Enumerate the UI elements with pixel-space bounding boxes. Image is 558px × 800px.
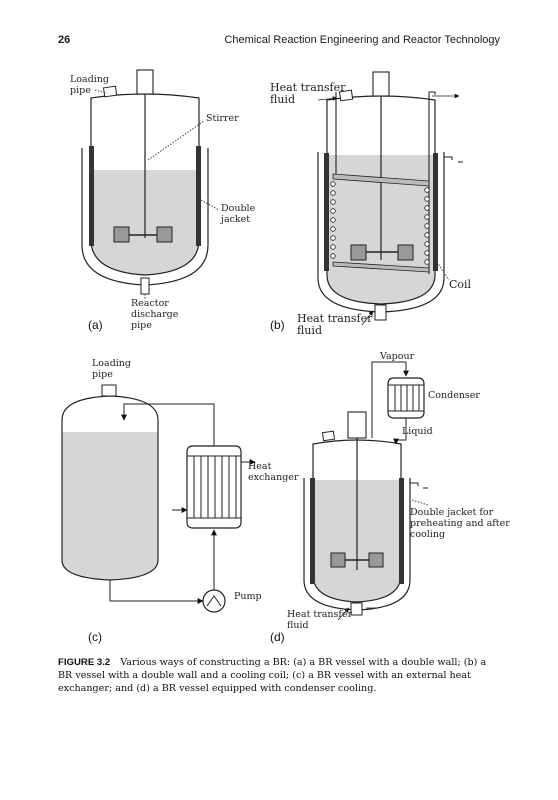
label-loading-pipe-c: Loading: [92, 358, 131, 369]
label-loading-pipe-c-2: pipe: [92, 369, 113, 380]
label-heat-transfer-fluid-d: Heat transfer: [287, 609, 353, 620]
panel-c: Loading pipe Heat exchanger Pump (c): [61, 358, 299, 644]
label-double-jacket-d-2: preheating and after: [410, 518, 510, 529]
running-header: 26 Chemical Reaction Engineering and Rea…: [58, 34, 500, 50]
panel-id-c: (c): [88, 630, 102, 644]
vessel-d: [312, 439, 402, 603]
liquid-c: [62, 432, 158, 580]
label-double-jacket-a: Double: [221, 203, 256, 214]
label-loading-pipe-a-2: pipe: [70, 85, 91, 96]
impeller-a: [113, 226, 130, 243]
label-double-jacket-a-2: jacket: [220, 214, 250, 225]
label-pump: Pump: [234, 591, 262, 602]
label-discharge-pipe-2: discharge: [131, 309, 179, 320]
vessel-c: [61, 395, 159, 581]
label-heat-transfer-fluid-top-2: fluid: [270, 93, 295, 106]
figure-3-2: Loading pipe Stirrer Double jacket React…: [61, 69, 510, 644]
label-heat-transfer-fluid-bottom: Heat transfer: [297, 312, 373, 325]
label-heat-transfer-fluid-bottom-2: fluid: [297, 324, 322, 337]
label-liquid: Liquid: [402, 426, 433, 437]
caption-text: Various ways of constructing a BR: (a) a…: [58, 657, 487, 694]
caption-label: FIGURE 3.2: [58, 657, 111, 668]
label-coil: Coil: [449, 278, 472, 291]
coil-rings: [330, 181, 430, 265]
panel-d: Vapour Condenser Liquid Double jacket fo…: [270, 351, 510, 644]
panel-id-b: (b): [270, 318, 285, 332]
label-vapour: Vapour: [379, 351, 415, 362]
stirrer-motor-a: [136, 69, 154, 95]
label-heat-exchanger: Heat: [248, 461, 272, 472]
panel-id-a: (a): [88, 318, 103, 332]
stirrer-motor-d: [347, 411, 367, 439]
label-heat-transfer-fluid-top: Heat transfer: [270, 81, 346, 94]
impeller-d: [330, 552, 346, 568]
panel-a: Loading pipe Stirrer Double jacket React…: [70, 69, 256, 332]
condenser: [387, 377, 425, 419]
label-condenser: Condenser: [428, 390, 480, 401]
stirrer-motor-b: [372, 71, 390, 97]
heat-exchanger: [186, 445, 242, 529]
loading-pipe-a: [102, 85, 118, 98]
label-double-jacket-d-3: cooling: [410, 529, 445, 540]
discharge-pipe-a: [140, 277, 150, 295]
loading-pipe-c: [101, 384, 117, 397]
running-title: Chemical Reaction Engineering and Reacto…: [224, 34, 500, 46]
label-heat-transfer-fluid-d-2: fluid: [287, 620, 309, 631]
label-double-jacket-d: Double jacket for: [410, 507, 494, 518]
label-stirrer: Stirrer: [206, 113, 239, 124]
panel-b: Heat transfer fluid Coil Heat transfer f…: [270, 71, 472, 337]
label-discharge-pipe-3: pipe: [131, 320, 152, 331]
label-heat-exchanger-2: exchanger: [248, 472, 299, 483]
page-number: 26: [58, 34, 71, 46]
pump: [202, 589, 226, 613]
panel-id-d: (d): [270, 630, 285, 644]
label-loading-pipe-a: Loading: [70, 74, 109, 85]
impeller-b: [350, 244, 367, 261]
label-discharge-pipe: Reactor: [131, 298, 169, 309]
